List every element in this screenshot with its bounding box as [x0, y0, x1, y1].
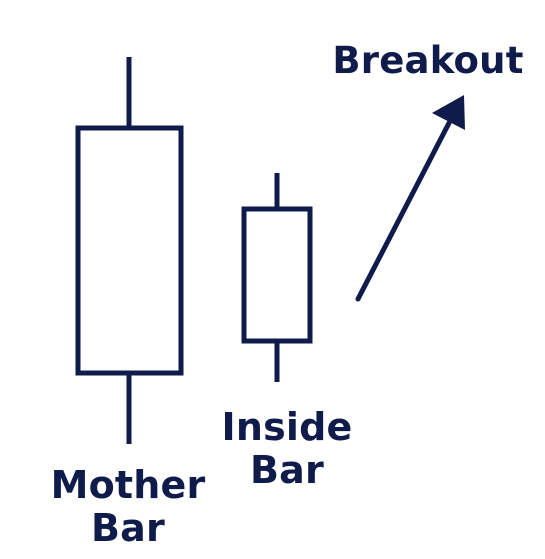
inside-bar-label-line-2: Bar	[250, 447, 324, 492]
mother-bar-label-line-1: Mother	[50, 463, 206, 507]
breakout-arrow	[355, 95, 465, 302]
mother-bar-body	[75, 125, 184, 376]
mother-bar-candle	[75, 57, 184, 444]
mother-bar-label: Mother Bar	[38, 464, 218, 549]
breakout-arrowhead-icon	[432, 95, 465, 130]
breakout-arrow-shaft	[355, 120, 452, 302]
inside-bar-label-line-1: Inside	[221, 405, 353, 449]
inside-bar-candle	[241, 173, 313, 382]
breakout-label: Breakout	[332, 39, 524, 82]
inside-bar-label: Inside Bar	[198, 406, 376, 491]
mother-bar-label-line-2: Bar	[91, 505, 165, 550]
inside-bar-body	[241, 206, 313, 344]
